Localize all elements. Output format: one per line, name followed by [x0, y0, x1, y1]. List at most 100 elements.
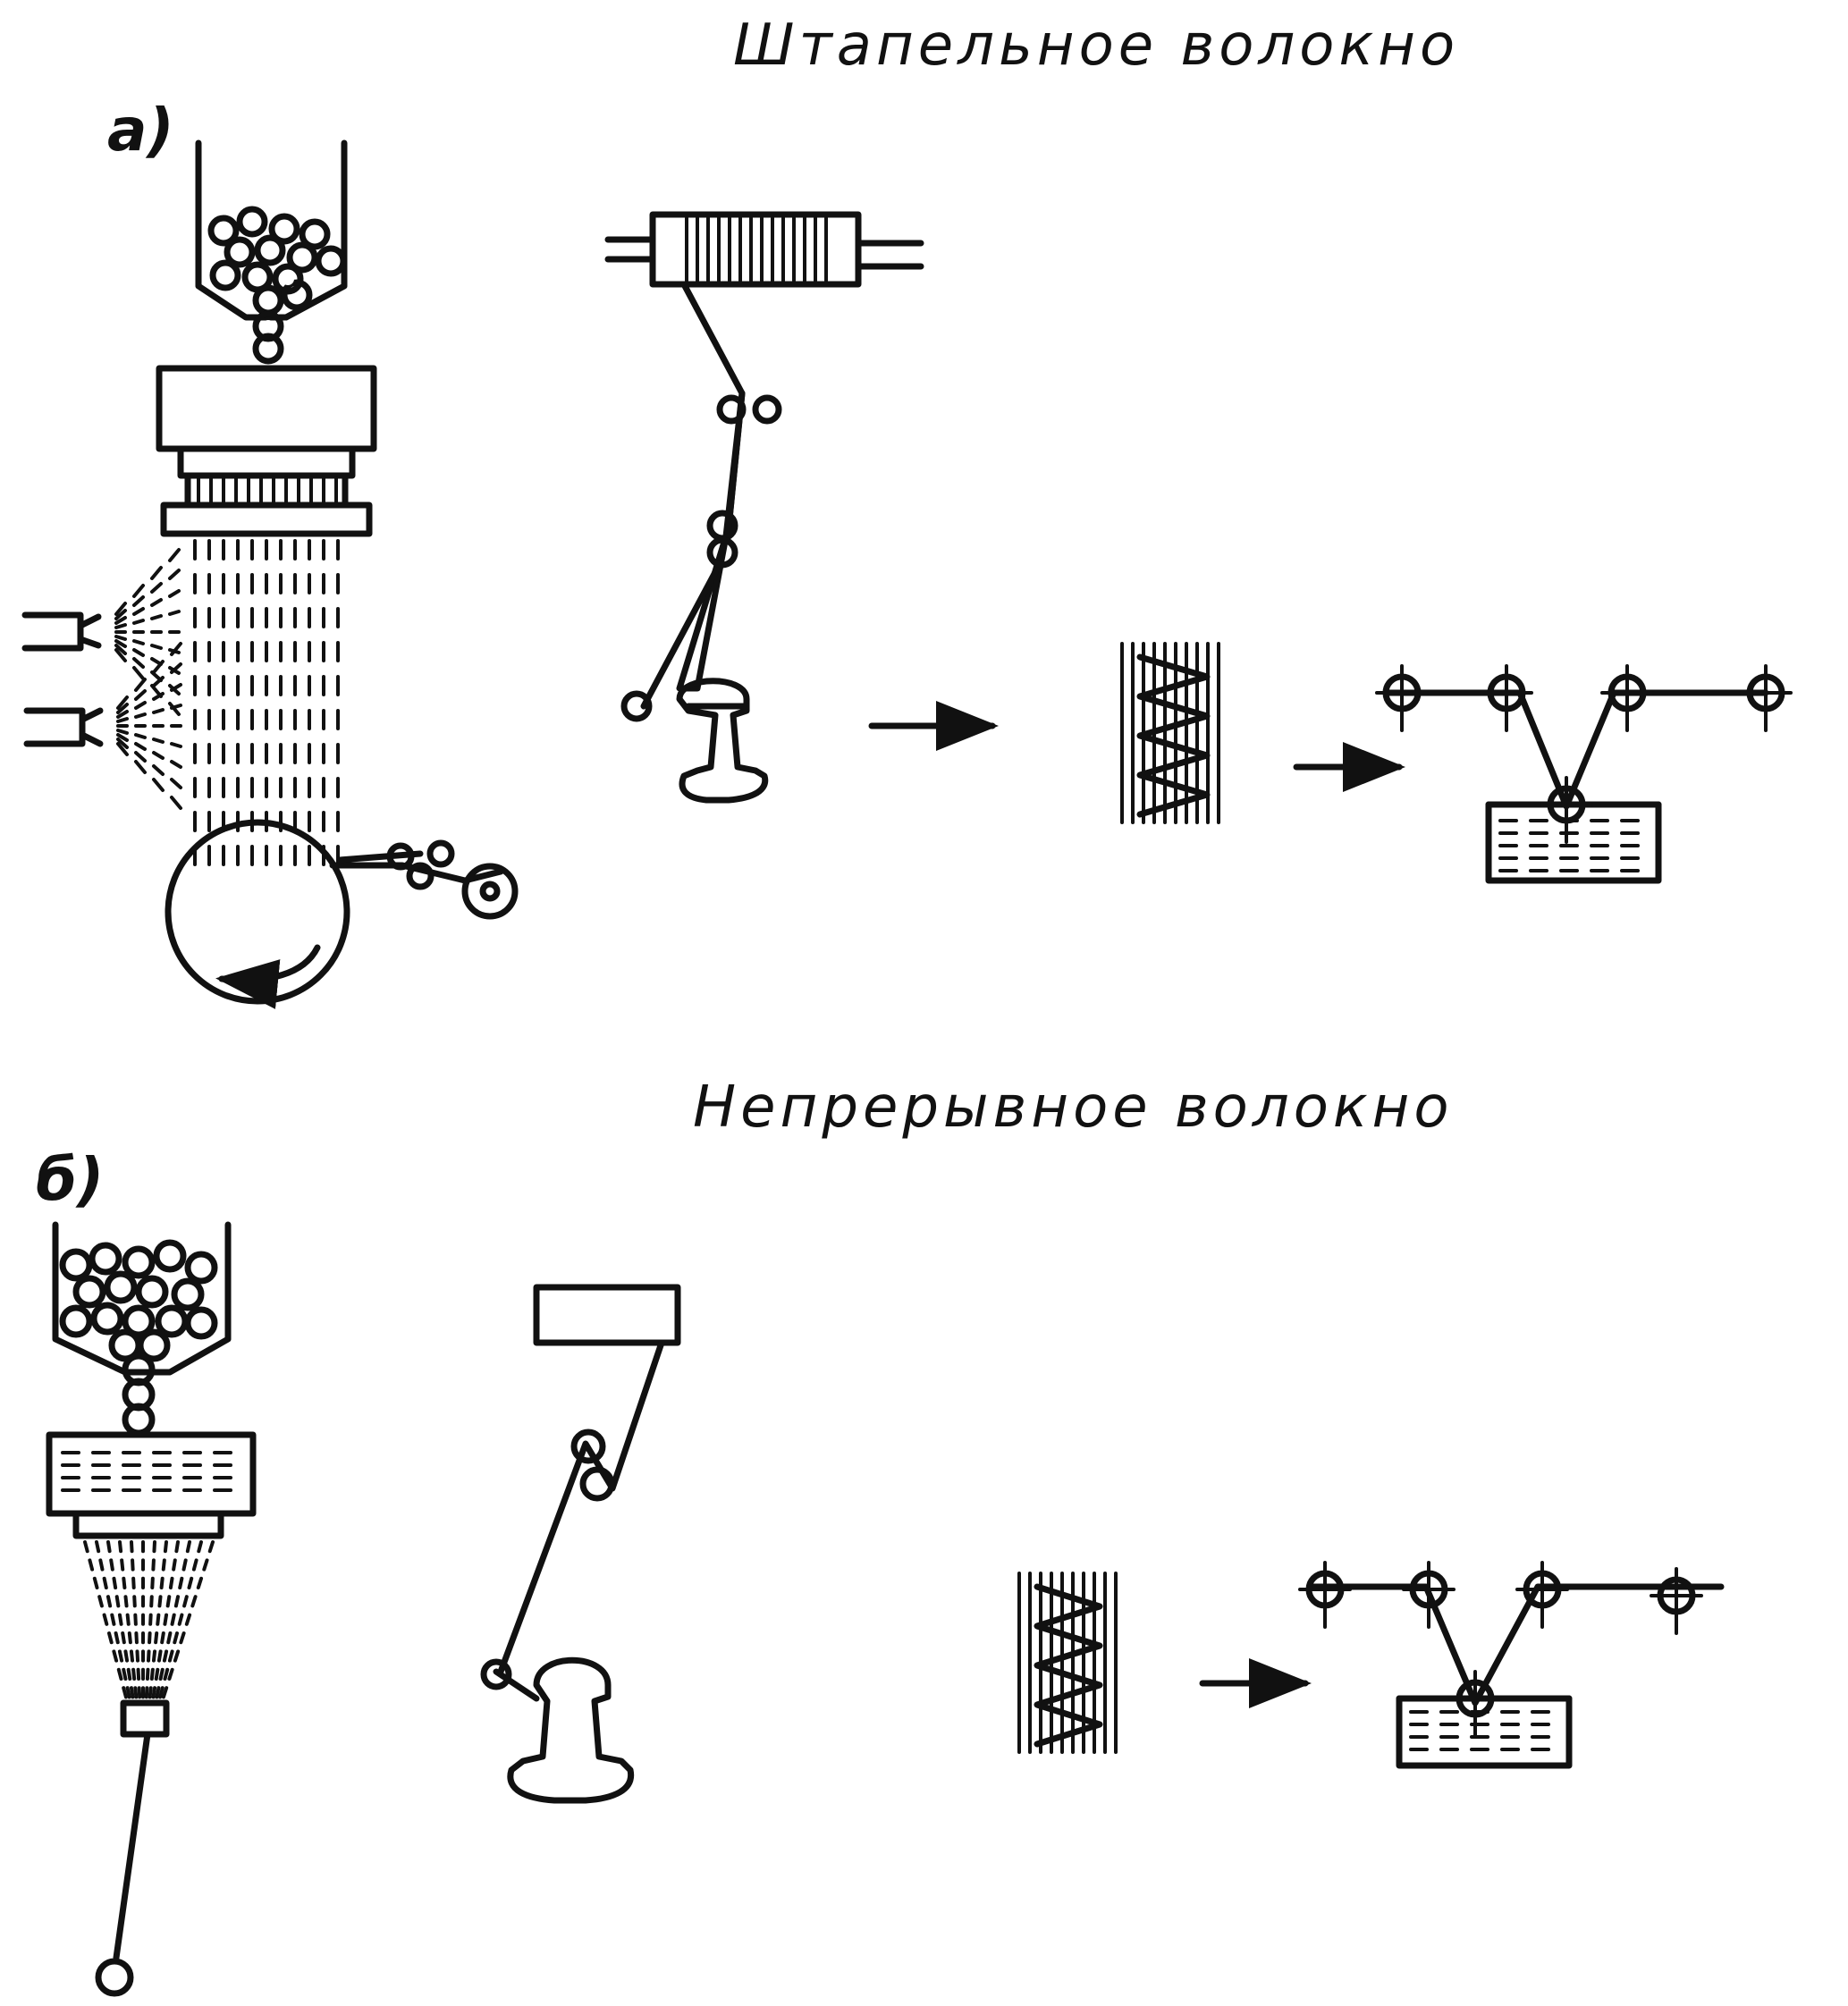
glass-marble	[209, 259, 241, 291]
filament-dash	[122, 1686, 128, 1699]
glass-marble	[171, 1277, 205, 1311]
filament-dash	[187, 1576, 194, 1589]
filament-dash	[149, 1667, 155, 1681]
filament-fan-b	[83, 1540, 215, 1699]
filament-dash	[158, 1667, 165, 1681]
filament-dash	[177, 1613, 184, 1626]
hopper-a	[195, 139, 348, 365]
filament-dash	[131, 1667, 137, 1681]
glass-marble	[122, 1245, 156, 1279]
filament-dash	[181, 1558, 188, 1572]
filament-dash	[148, 1686, 153, 1699]
filament-dash	[160, 1631, 165, 1645]
spray-dash	[116, 742, 129, 756]
spray-dash	[170, 760, 182, 769]
filament-dash	[157, 1595, 163, 1608]
filament-dash	[112, 1649, 119, 1663]
sizing-applicator-b	[95, 1699, 170, 1997]
staple-fiber-title: Штапельное волокно	[733, 13, 1459, 79]
collecting-drum	[165, 819, 519, 1009]
fiber-mat-a	[1120, 642, 1220, 824]
marble-highlight	[262, 294, 274, 307]
marble-highlight	[262, 320, 274, 333]
glass-marble	[281, 279, 313, 311]
filament-dash	[163, 1540, 168, 1554]
filament-dash	[105, 1595, 113, 1608]
filament-dash	[122, 1667, 128, 1681]
filament-dash	[117, 1613, 123, 1626]
filament-dash	[173, 1631, 179, 1645]
spray-dash	[132, 619, 145, 625]
filament-dash	[150, 1576, 155, 1589]
filament-dash	[102, 1576, 108, 1589]
filament-dash	[191, 1558, 198, 1572]
glass-marble	[104, 1270, 138, 1304]
spray-dash	[152, 738, 165, 744]
filament-dash	[149, 1595, 154, 1608]
filament-dash	[161, 1686, 169, 1699]
marble-highlight	[101, 1312, 114, 1325]
filament-dash	[163, 1667, 170, 1681]
spray-dash	[170, 796, 182, 810]
fiber-mat-b	[1017, 1572, 1118, 1754]
filament-dash	[174, 1540, 180, 1554]
spray-dash	[116, 695, 129, 710]
filament-dash	[109, 1558, 114, 1572]
filament-dash	[161, 1558, 166, 1572]
bushing-b	[46, 1431, 257, 1539]
filament-dash	[127, 1631, 132, 1645]
label-a: а)	[107, 96, 174, 164]
marble-highlight	[217, 224, 230, 237]
steam-spray-upper	[114, 548, 181, 716]
glass-marble	[236, 206, 268, 238]
spray-dash	[114, 623, 127, 629]
filament-dash	[163, 1613, 169, 1626]
filament-dash	[148, 1631, 152, 1645]
bath-rollers-b	[1298, 1561, 1703, 1738]
filament-dash	[152, 1540, 156, 1554]
marble-highlight	[181, 1288, 194, 1301]
filament-dash	[185, 1540, 191, 1554]
filament-dash	[130, 1540, 134, 1554]
filament-dash	[148, 1613, 153, 1626]
spray-dash	[132, 595, 145, 607]
molten-glass-b	[61, 1451, 232, 1492]
spray-dash	[168, 610, 181, 616]
glass-marble	[90, 1302, 124, 1336]
filament-dash	[114, 1595, 121, 1608]
filament-dash	[129, 1649, 135, 1663]
spray-dash	[114, 639, 127, 648]
filament-dash	[92, 1576, 99, 1589]
filament-dash	[129, 1686, 135, 1699]
glass-marble	[224, 236, 256, 268]
drafting-roller	[604, 211, 924, 288]
filament-dash	[170, 1613, 176, 1626]
glass-marbles-b	[59, 1239, 218, 1437]
spray-dash	[132, 666, 145, 680]
filament-dash	[88, 1558, 95, 1572]
filament-dash	[125, 1686, 131, 1699]
filament-dash	[133, 1613, 138, 1626]
filament-dash	[172, 1558, 177, 1572]
spray-dash	[152, 764, 165, 776]
spray-dash	[152, 676, 165, 687]
spray-dash	[114, 602, 127, 616]
filament-dash	[182, 1595, 189, 1608]
impregnation-bath-b	[1298, 1561, 1725, 1769]
spray-dash	[116, 738, 129, 749]
spray-dash	[134, 678, 147, 692]
filament-dash	[131, 1558, 135, 1572]
spray-dash	[150, 644, 163, 650]
glass-marble	[153, 1239, 187, 1273]
marble-highlight	[165, 1315, 178, 1328]
marble-highlight	[148, 1339, 160, 1352]
filament-dash	[179, 1631, 186, 1645]
glass-marble	[315, 245, 347, 277]
spray-dash	[150, 582, 163, 594]
glass-marble	[59, 1304, 93, 1338]
filament-dash	[135, 1649, 140, 1663]
filament-dash	[166, 1631, 173, 1645]
bushing-a	[156, 365, 377, 537]
spray-dash	[132, 657, 145, 669]
spray-dash	[170, 642, 182, 656]
